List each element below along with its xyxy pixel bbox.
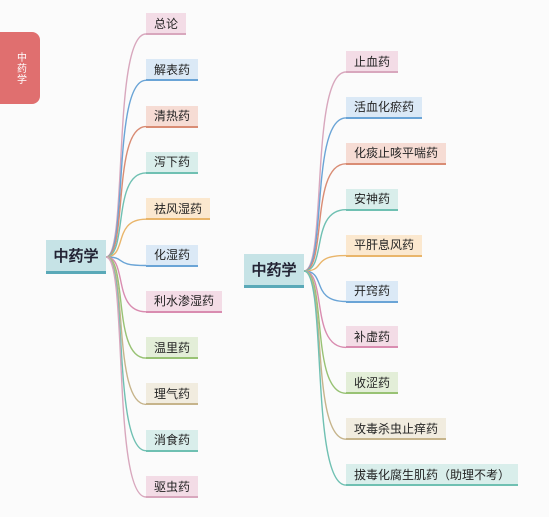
branch-node[interactable]: 驱虫药: [146, 476, 199, 498]
branch-node[interactable]: 祛风湿药: [146, 198, 211, 221]
root-node-left[interactable]: 中药学: [46, 240, 106, 274]
branch-node[interactable]: 温里药: [146, 337, 199, 360]
side-tab[interactable]: 中药学: [0, 32, 40, 104]
branch-connector: [303, 270, 347, 440]
branch-connector: [303, 163, 347, 272]
branch-node[interactable]: 化痰止咳平喘药: [346, 142, 447, 165]
branch-connector: [105, 172, 147, 258]
branch-connector: [105, 79, 147, 258]
branch-connector: [105, 33, 147, 258]
branch-connector: [303, 270, 347, 349]
branch-connector: [303, 270, 347, 303]
branch-connector: [303, 254, 347, 272]
branch-connector: [303, 71, 347, 272]
branch-node[interactable]: 补虚药: [346, 326, 399, 349]
branch-node[interactable]: 止血药: [346, 51, 399, 73]
branch-node[interactable]: 活血化瘀药: [346, 96, 423, 119]
branch-node[interactable]: 解表药: [146, 59, 199, 82]
branch-node[interactable]: 利水渗湿药: [146, 290, 223, 313]
branch-connector: [105, 125, 147, 258]
branch-connector: [105, 256, 147, 313]
branch-node[interactable]: 攻毒杀虫止痒药: [346, 418, 447, 441]
branch-node[interactable]: 化湿药: [146, 244, 199, 267]
branch-connector: [303, 117, 347, 272]
branch-connector: [105, 218, 147, 258]
branch-connector: [105, 256, 147, 267]
branch-node[interactable]: 理气药: [146, 383, 199, 406]
branch-connector: [105, 256, 147, 406]
branch-node[interactable]: 安神药: [346, 188, 399, 211]
branch-node[interactable]: 开窍药: [346, 280, 399, 303]
branch-connector: [303, 270, 347, 394]
branch-connector: [303, 270, 347, 486]
branch-node[interactable]: 泻下药: [146, 151, 199, 174]
branch-node[interactable]: 收涩药: [346, 372, 399, 395]
branch-node[interactable]: 平肝息风药: [346, 234, 423, 257]
branch-connector: [303, 209, 347, 272]
branch-node[interactable]: 拔毒化腐生肌药（助理不考）: [346, 464, 519, 487]
branch-connector: [105, 256, 147, 452]
root-node-right[interactable]: 中药学: [244, 254, 304, 288]
branch-node[interactable]: 消食药: [146, 429, 199, 452]
branch-node[interactable]: 总论: [146, 13, 187, 35]
branch-node[interactable]: 清热药: [146, 105, 199, 128]
branch-connector: [105, 256, 147, 498]
branch-connector: [105, 256, 147, 359]
